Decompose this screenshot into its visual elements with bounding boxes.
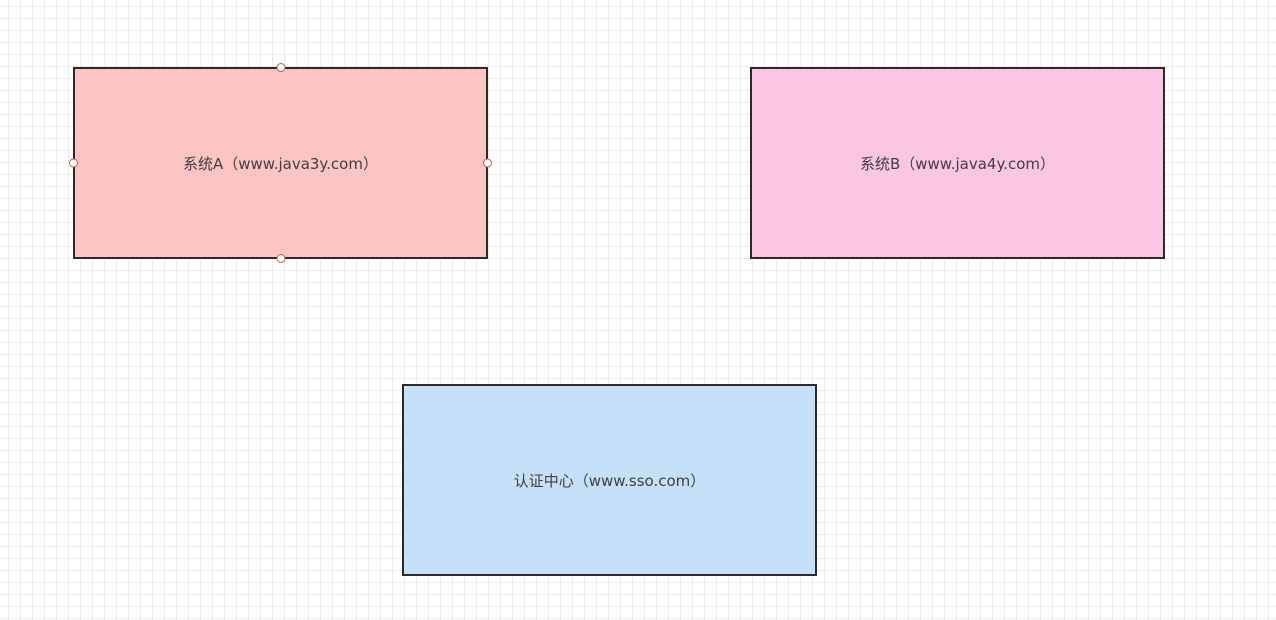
connection-handle-top[interactable] <box>276 63 285 72</box>
node-sso-center-label: 认证中心（www.sso.com） <box>513 471 706 490</box>
connection-handle-right[interactable] <box>483 158 492 168</box>
node-system-b-label: 系统B（www.java4y.com） <box>859 154 1055 173</box>
node-system-b[interactable]: 系统B（www.java4y.com） <box>750 67 1165 259</box>
connection-handle-bottom[interactable] <box>276 254 285 263</box>
node-system-a-label: 系统A（www.java3y.com） <box>183 154 378 173</box>
node-sso-center[interactable]: 认证中心（www.sso.com） <box>402 384 817 576</box>
node-system-a[interactable]: 系统A（www.java3y.com） <box>69 63 492 263</box>
connection-handle-left[interactable] <box>69 158 78 168</box>
